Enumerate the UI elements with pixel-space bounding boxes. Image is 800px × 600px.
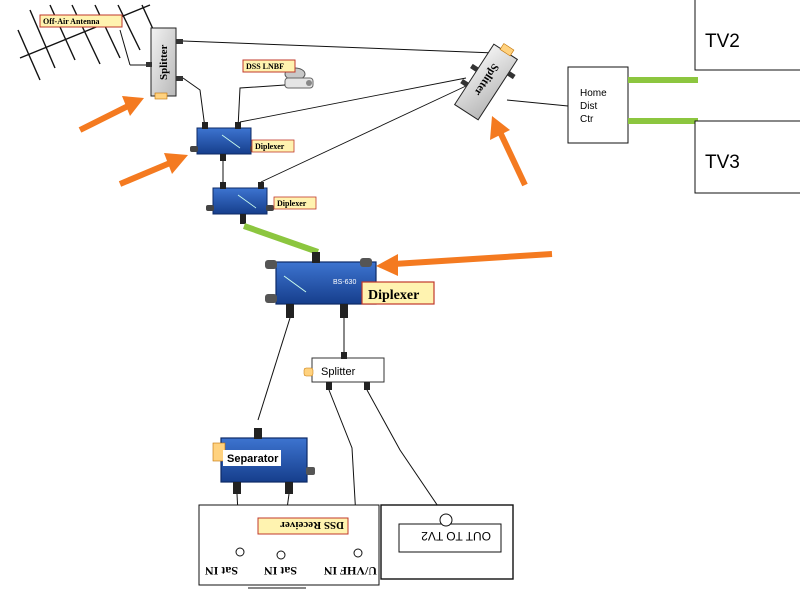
sat-in-1-label: Sat IN — [205, 564, 238, 578]
diplexer-2-label-text: Diplexer — [277, 199, 307, 208]
sat-in-2-label: Sat IN — [264, 564, 297, 578]
diplexer-main: BS-630 — [265, 252, 387, 318]
tv3-box: TV3 — [694, 120, 800, 194]
diplexer-2-label: Diplexer — [273, 196, 317, 210]
splitter-mid: Splitter — [303, 352, 385, 390]
green-cable-main — [243, 223, 319, 255]
dss-lnbf-label-text: DSS LNBF — [246, 62, 284, 71]
home-dist-line3: Ctr — [580, 114, 594, 125]
dss-lnbf — [284, 67, 314, 89]
arrow-splitter-top — [78, 96, 144, 133]
tv2-box: TV2 — [694, 0, 800, 71]
diplexer-main-label-text: Diplexer — [368, 288, 419, 303]
separator-label-text: Separator — [227, 453, 279, 465]
diplexer-main-label: Diplexer — [361, 281, 435, 305]
dss-lnbf-label: DSS LNBF — [242, 59, 296, 73]
out-to-tv2-box: OUT TO TV2 — [380, 504, 514, 580]
diplexer-2 — [206, 182, 274, 224]
diplexer-1 — [190, 122, 258, 161]
diplexer-model-text: BS-630 — [333, 279, 356, 286]
separator-label: Separator — [223, 450, 281, 466]
dss-receiver-label-text: DSS Receiver — [280, 519, 344, 531]
tv3-label: TV3 — [705, 152, 740, 173]
out-to-tv2-label: OUT TO TV2 — [421, 529, 491, 543]
splitter-top: Splitter — [146, 27, 183, 100]
tv2-label: TV2 — [705, 31, 740, 52]
arrow-diplexer-1 — [118, 153, 188, 187]
out-to-tv2-port — [439, 513, 453, 527]
dss-receiver-label: DSS Receiver — [257, 517, 349, 535]
sat-in-2-port — [276, 550, 286, 560]
home-dist-line2: Dist — [580, 101, 597, 112]
splitter-right: Splitter — [453, 43, 519, 121]
uvhf-in-port — [353, 548, 363, 558]
arrow-splitter-right — [490, 116, 528, 187]
splitter-top-label: Splitter — [158, 44, 170, 80]
home-dist-line1: Home — [580, 88, 607, 99]
home-dist-ctr: Home Dist Ctr — [567, 66, 629, 144]
antenna-label-text: Off-Air Antenna — [43, 17, 100, 26]
antenna-label: Off-Air Antenna — [39, 14, 123, 28]
diplexer-1-label-text: Diplexer — [255, 142, 285, 151]
sat-in-1-port — [235, 547, 245, 557]
arrow-diplexer-main — [376, 251, 553, 276]
diplexer-1-label: Diplexer — [251, 139, 295, 153]
splitter-mid-label: Splitter — [321, 366, 356, 378]
uvhf-in-label: U/VHF IN — [323, 564, 377, 578]
